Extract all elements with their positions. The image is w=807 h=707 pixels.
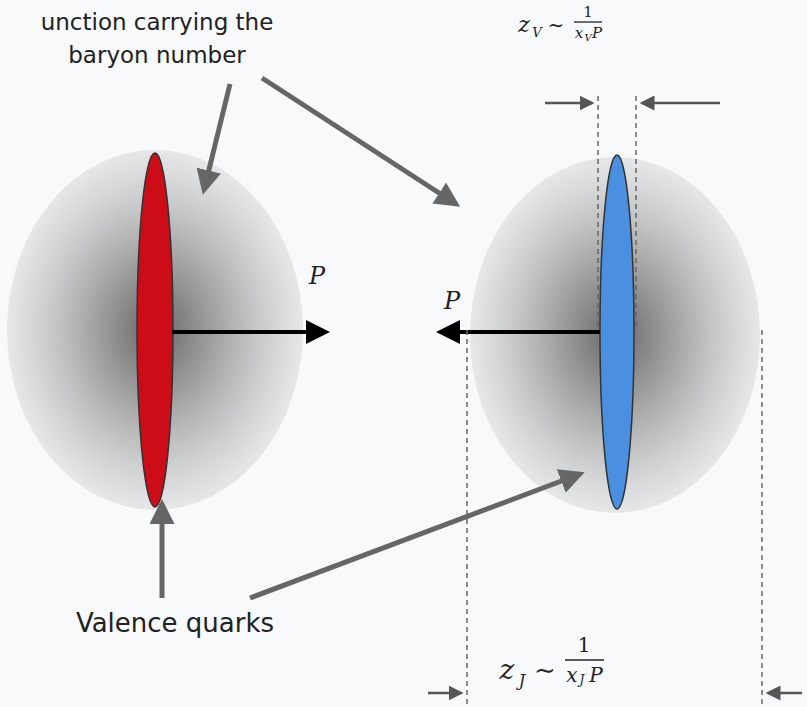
math-subscript: J — [519, 672, 525, 690]
math-subscript: J — [580, 674, 585, 687]
math-symbol: ∼ — [534, 656, 556, 685]
dimension-arrow — [642, 102, 720, 105]
leader-arrow — [250, 474, 580, 598]
leader-arrow — [160, 504, 165, 598]
momentum-label: P — [444, 288, 460, 314]
leader-arrow — [204, 84, 230, 190]
math-symbol: 1 — [583, 4, 593, 21]
math-symbol: P — [592, 25, 602, 42]
math-symbol: P — [589, 664, 602, 686]
fraction-bar — [574, 21, 602, 22]
momentum-arrow — [440, 330, 600, 334]
math-symbol: x — [575, 25, 583, 42]
fraction-bar — [565, 659, 604, 661]
math-symbol: 1 — [578, 634, 591, 656]
math-symbol: z — [500, 655, 515, 686]
math-subscript: V — [584, 32, 591, 43]
valence-disk — [137, 153, 173, 507]
leader-arrow — [262, 78, 456, 204]
dimension-arrow — [545, 102, 592, 105]
dimension-arrow — [768, 692, 802, 695]
momentum-label: P — [309, 263, 325, 289]
dimension-line — [466, 330, 468, 704]
valence-disk — [600, 155, 634, 509]
math-symbol: ∼ — [548, 14, 565, 36]
math-subscript: V — [532, 26, 541, 40]
dimension-line — [635, 96, 637, 330]
dimension-line — [597, 96, 599, 330]
callout-text: Valence quarks — [76, 609, 274, 638]
math-symbol: z — [518, 13, 530, 37]
dimension-line — [761, 330, 763, 704]
math-symbol: x — [566, 664, 577, 686]
callout-text: unction carrying the baryon number — [2, 6, 312, 72]
momentum-arrow — [172, 330, 326, 334]
dimension-arrow — [428, 692, 461, 695]
